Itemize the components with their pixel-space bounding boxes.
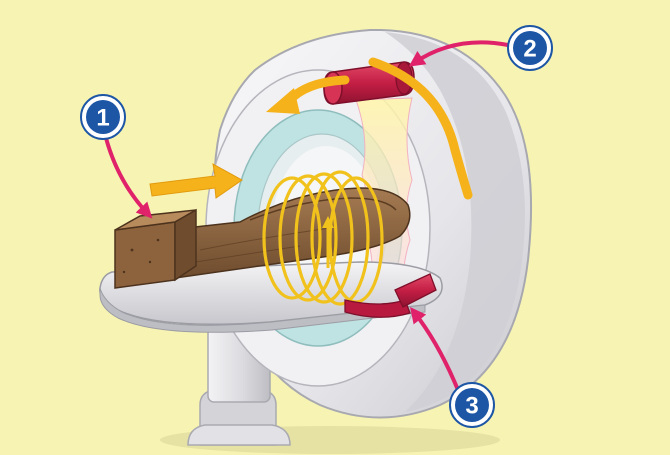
head-box [114, 208, 197, 289]
callout-badge-3: 3 [449, 382, 495, 428]
callout-arrow-1 [104, 136, 153, 219]
callout-arrow-2 [408, 40, 510, 67]
rotation-arc [368, 57, 473, 200]
callout-number-2: 2 [523, 36, 536, 63]
table-movement-arrow-icon [149, 163, 243, 199]
helical-scan-path [262, 170, 384, 306]
callout-badge-2: 2 [507, 25, 553, 71]
callout-arrow-3 [410, 306, 462, 397]
callout-number-1: 1 [96, 105, 109, 132]
rotation-arrow-icon [266, 75, 350, 114]
callout-badge-1: 1 [80, 94, 126, 140]
detector [344, 273, 437, 318]
callout-number-3: 3 [465, 393, 478, 420]
